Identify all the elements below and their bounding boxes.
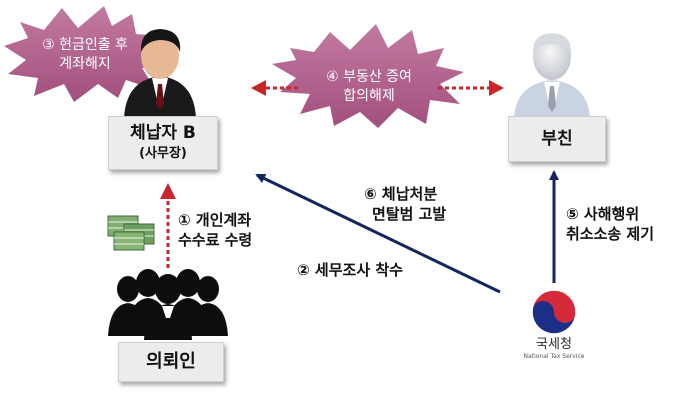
nts-emblem-icon bbox=[531, 289, 577, 335]
dotted-arrow-up-head bbox=[160, 183, 176, 199]
step6-line1: ⑥ 체납처분 bbox=[364, 185, 438, 203]
burst-realestate-line2: 합의해제 bbox=[343, 88, 395, 104]
burst-cash-line1: ③ 현금인출 후 bbox=[42, 37, 128, 53]
step1-line2: 수수료 수령 bbox=[178, 231, 253, 249]
dotted-arrow-right-head bbox=[489, 80, 504, 96]
burst-cash-shape bbox=[4, 6, 168, 102]
taxpayer-role: (사무장) bbox=[139, 146, 187, 161]
step5-line2: 취소소송 제기 bbox=[566, 225, 655, 243]
step5-label: ⑤ 사해행위 취소소송 제기 bbox=[566, 204, 654, 244]
taxpayer-name: 체납자 B bbox=[130, 123, 196, 143]
step1-line1: ① 개인계좌 bbox=[178, 211, 252, 229]
burst-realestate-text: ④ 부동산 증여 합의해제 bbox=[312, 68, 426, 106]
burst-cash-text: ③ 현금인출 후 계좌해지 bbox=[30, 36, 140, 74]
dotted-arrow-left-head bbox=[251, 80, 266, 96]
arrow-nts-to-taxpayer bbox=[255, 173, 501, 294]
nts-label: 국세청 National Tax Service bbox=[518, 337, 590, 361]
client-name: 의뢰인 bbox=[146, 351, 196, 372]
burst-cash-line2: 계좌해지 bbox=[59, 56, 111, 72]
step6-label: ⑥ 체납처분 면탈범 고발 bbox=[364, 184, 446, 224]
step6-line2: 면탈범 고발 bbox=[372, 205, 447, 223]
father-name: 부친 bbox=[541, 129, 573, 149]
step5-line1: ⑤ 사해행위 bbox=[566, 205, 640, 223]
step2-label: ② 세무조사 착수 bbox=[297, 260, 403, 280]
person-suit-icon bbox=[124, 29, 196, 118]
taxpayer-box: 체납자 B (사무장) bbox=[108, 116, 218, 170]
money-stack-icon bbox=[107, 215, 155, 251]
burst-realestate-shape bbox=[272, 24, 464, 128]
nts-name: 국세청 bbox=[536, 337, 572, 352]
nts-name-en: National Tax Service bbox=[523, 353, 585, 360]
elderly-person-icon bbox=[514, 33, 590, 118]
group-people-icon bbox=[108, 269, 228, 340]
client-box: 의뢰인 bbox=[118, 342, 224, 382]
step1-label: ① 개인계좌 수수료 수령 bbox=[178, 210, 252, 250]
burst-realestate-line1: ④ 부동산 증여 bbox=[326, 69, 412, 85]
father-box: 부친 bbox=[508, 116, 606, 162]
step2-text: ② 세무조사 착수 bbox=[297, 261, 403, 279]
